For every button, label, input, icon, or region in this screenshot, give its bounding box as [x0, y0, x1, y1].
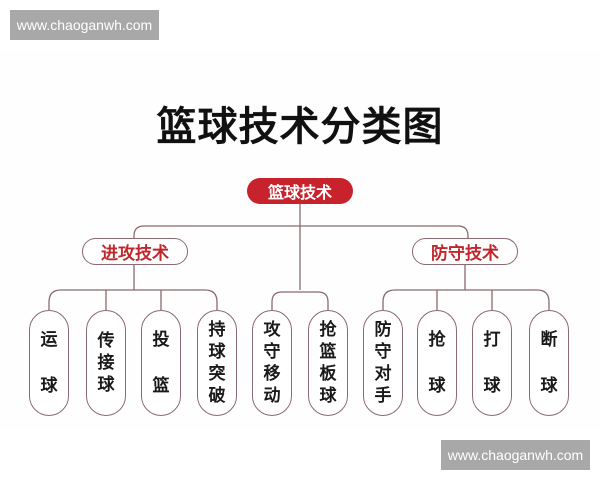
leaf-char: 运: [40, 330, 58, 350]
leaf-node-driving: 持 球 突 破: [197, 310, 237, 416]
leaf-node-rebounding: 抢 篮 板 球: [308, 310, 348, 416]
leaf-char: 球: [428, 376, 446, 396]
leaf-node-shooting: 投 篮: [141, 310, 181, 416]
watermark-top: www.chaoganwh.com: [10, 10, 159, 40]
leaf-char: 篮: [152, 376, 170, 396]
leaf-char: 传: [97, 331, 115, 351]
leaf-char: 断: [540, 330, 558, 350]
diagram-title: 篮球技术分类图: [156, 104, 444, 150]
watermark-bottom: www.chaoganwh.com: [441, 440, 590, 470]
leaf-char: 守: [374, 342, 392, 362]
leaf-char: 手: [374, 386, 392, 406]
leaf-char: 板: [319, 364, 337, 384]
leaf-char: 投: [152, 330, 170, 350]
leaf-char: 攻: [263, 320, 281, 340]
leaf-node-guarding: 防 守 对 手: [363, 310, 403, 416]
leaf-node-dribbling: 运 球: [29, 310, 69, 416]
leaf-char: 持: [208, 320, 226, 340]
leaf-char: 球: [540, 376, 558, 396]
leaf-char: 球: [319, 386, 337, 406]
root-node-basketball-skills: 篮球技术: [247, 178, 353, 204]
leaf-char: 守: [263, 342, 281, 362]
leaf-node-intercepting: 断 球: [529, 310, 569, 416]
leaf-char: 接: [97, 353, 115, 373]
leaf-char: 防: [374, 320, 392, 340]
leaf-char: 突: [208, 364, 226, 384]
leaf-node-knocking-ball: 打 球: [472, 310, 512, 416]
leaf-char: 打: [483, 330, 501, 350]
leaf-char: 球: [40, 376, 58, 396]
leaf-char: 球: [483, 376, 501, 396]
leaf-char: 球: [97, 375, 115, 395]
leaf-node-stealing: 抢 球: [417, 310, 457, 416]
leaf-char: 抢: [428, 330, 446, 350]
category-node-offense: 进攻技术: [82, 238, 188, 265]
leaf-char: 球: [208, 342, 226, 362]
leaf-char: 移: [263, 364, 281, 384]
category-node-defense: 防守技术: [412, 238, 518, 265]
leaf-char: 抢: [319, 320, 337, 340]
leaf-char: 对: [374, 364, 392, 384]
leaf-char: 破: [208, 386, 226, 406]
leaf-char: 动: [263, 386, 281, 406]
leaf-node-footwork: 攻 守 移 动: [252, 310, 292, 416]
leaf-char: 篮: [319, 342, 337, 362]
leaf-node-passing: 传 接 球: [86, 310, 126, 416]
